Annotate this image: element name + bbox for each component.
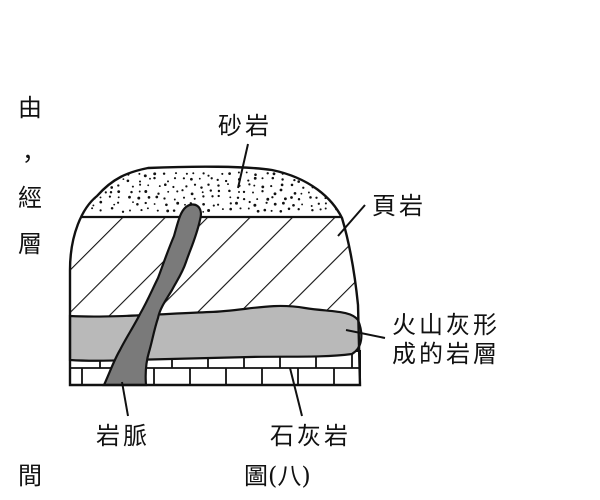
cropped-text-1: 由 xyxy=(18,94,42,122)
cropped-text-2: ， xyxy=(22,138,46,166)
leader-sandstone xyxy=(237,143,249,189)
leader-shale xyxy=(337,204,366,237)
label-vein: 岩脈 xyxy=(96,422,150,450)
cropped-text-5: 間 xyxy=(18,462,42,490)
label-ash-line2: 成的岩層 xyxy=(392,340,500,368)
leader-ash xyxy=(345,329,386,339)
dike-vein xyxy=(102,203,202,387)
cropped-text-4: 層 xyxy=(18,230,42,258)
shale-layer xyxy=(70,214,360,324)
cropped-text-3: 經 xyxy=(18,184,42,212)
label-shale: 頁岩 xyxy=(372,192,426,220)
label-ash-line1: 火山灰形 xyxy=(392,311,500,339)
figure-caption: 圖(八) xyxy=(244,462,311,490)
leader-limestone xyxy=(289,367,303,417)
sandstone-layer xyxy=(70,166,360,219)
label-limestone: 石灰岩 xyxy=(270,422,351,450)
label-sandstone: 砂岩 xyxy=(218,112,272,140)
leader-vein xyxy=(121,381,129,417)
rock-body-outline xyxy=(68,165,362,387)
